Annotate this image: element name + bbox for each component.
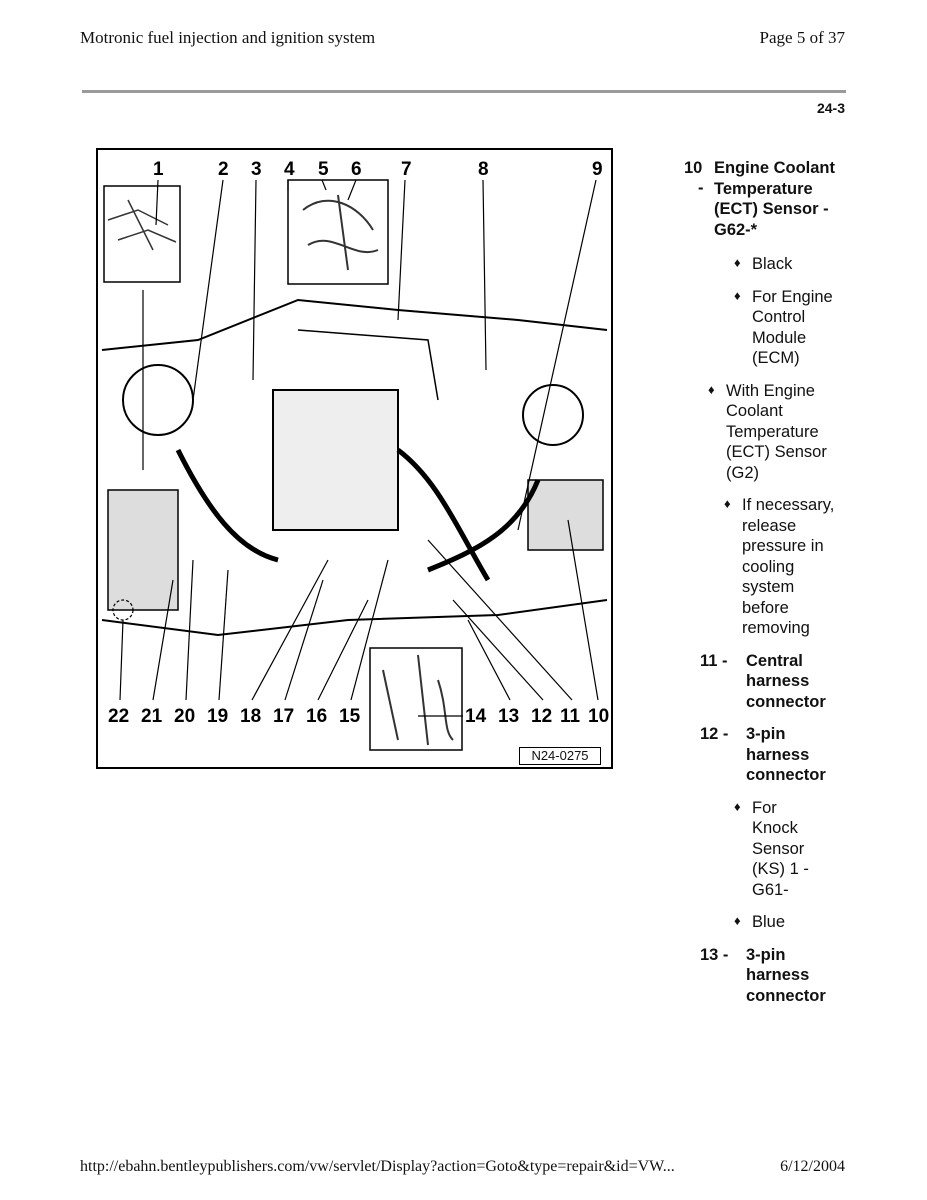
legend-item-13: 13 - 3-pin harness connector	[700, 945, 846, 1007]
legend-item-11: 11 - Central harness connector	[700, 651, 846, 713]
callout-2: 2	[218, 159, 229, 180]
callout-6: 6	[351, 159, 362, 180]
item-number: 12 -	[700, 725, 729, 743]
callout-10: 10	[588, 706, 609, 727]
callout-11: 11	[560, 706, 581, 727]
note-text: Black	[752, 255, 793, 273]
figure-code: N24-0275	[519, 747, 601, 765]
callout-18: 18	[240, 706, 261, 727]
diamond-bullet-icon: ♦	[734, 287, 741, 303]
item-number: 11 -	[700, 651, 728, 670]
note-text: With Engine Coolant Temperature (ECT) Se…	[726, 381, 827, 482]
note-text: For Knock Sensor (KS) 1 - G61-	[752, 798, 809, 899]
callout-19: 19	[207, 706, 228, 727]
callout-9: 9	[592, 159, 603, 180]
callout-22: 22	[108, 706, 129, 727]
diamond-bullet-icon: ♦	[734, 255, 741, 270]
callout-12: 12	[531, 706, 552, 727]
source-url: http://ebahn.bentleypublishers.com/vw/se…	[80, 1158, 675, 1175]
item-text: Central harness connector	[746, 651, 826, 711]
note-for-ecm: ♦ For Engine Control Module (ECM)	[690, 287, 842, 369]
callout-17: 17	[273, 706, 294, 727]
note-text: If necessary, release pressure in coolin…	[742, 496, 835, 637]
diamond-bullet-icon: ♦	[734, 913, 741, 928]
legend-item-10: 10 - Engine Coolant Temperature (ECT) Se…	[684, 158, 850, 240]
note-knock-sensor: ♦ For Knock Sensor (KS) 1 - G61-	[690, 798, 822, 901]
legend-item-12: 12 - 3-pin harness connector	[700, 724, 846, 786]
note-text: For Engine Control Module (ECM)	[752, 287, 833, 368]
callout-3: 3	[251, 159, 262, 180]
note-text: Blue	[752, 913, 786, 931]
engine-illustration: 1 2 3 4 5 6 7 8 9 22 21 20 19 18 17 16 1…	[101, 159, 609, 751]
legend: 10 - Engine Coolant Temperature (ECT) Se…	[684, 158, 850, 1007]
callout-8: 8	[478, 159, 489, 180]
note-black: ♦ Black	[690, 254, 850, 275]
item-dash: -	[698, 179, 704, 197]
note-with-g2: ♦ With Engine Coolant Temperature (ECT) …	[690, 381, 836, 484]
page-number: Page 5 of 37	[759, 28, 845, 47]
diamond-bullet-icon: ♦	[734, 798, 741, 814]
document-title: Motronic fuel injection and ignition sys…	[80, 28, 376, 47]
callout-21: 21	[141, 706, 163, 727]
callout-15: 15	[339, 706, 361, 727]
item-text: 3-pin harness connector	[746, 945, 826, 1005]
item-text: 3-pin harness connector	[746, 725, 826, 784]
item-number: 13 -	[700, 945, 729, 964]
callout-13: 13	[498, 706, 519, 727]
section-number: 24-3	[816, 100, 845, 116]
callout-5: 5	[318, 159, 329, 180]
print-date: 6/12/2004	[780, 1158, 845, 1175]
note-blue: ♦ Blue	[690, 912, 850, 933]
note-release-pressure: ♦ If necessary, release pressure in cool…	[690, 495, 842, 639]
engine-diagram: 1 2 3 4 5 6 7 8 9 22 21 20 19 18 17 16 1…	[96, 148, 613, 769]
item-text: Engine Coolant Temperature (ECT) Sensor …	[714, 159, 835, 239]
callout-16: 16	[306, 706, 327, 727]
diamond-bullet-icon: ♦	[724, 496, 731, 511]
callout-1: 1	[153, 159, 164, 180]
header-divider	[82, 90, 846, 93]
callout-14: 14	[465, 706, 487, 727]
item-number: 10	[684, 159, 703, 177]
callout-4: 4	[284, 159, 295, 180]
callout-20: 20	[174, 706, 195, 727]
diamond-bullet-icon: ♦	[708, 381, 715, 397]
callout-7: 7	[401, 159, 412, 180]
